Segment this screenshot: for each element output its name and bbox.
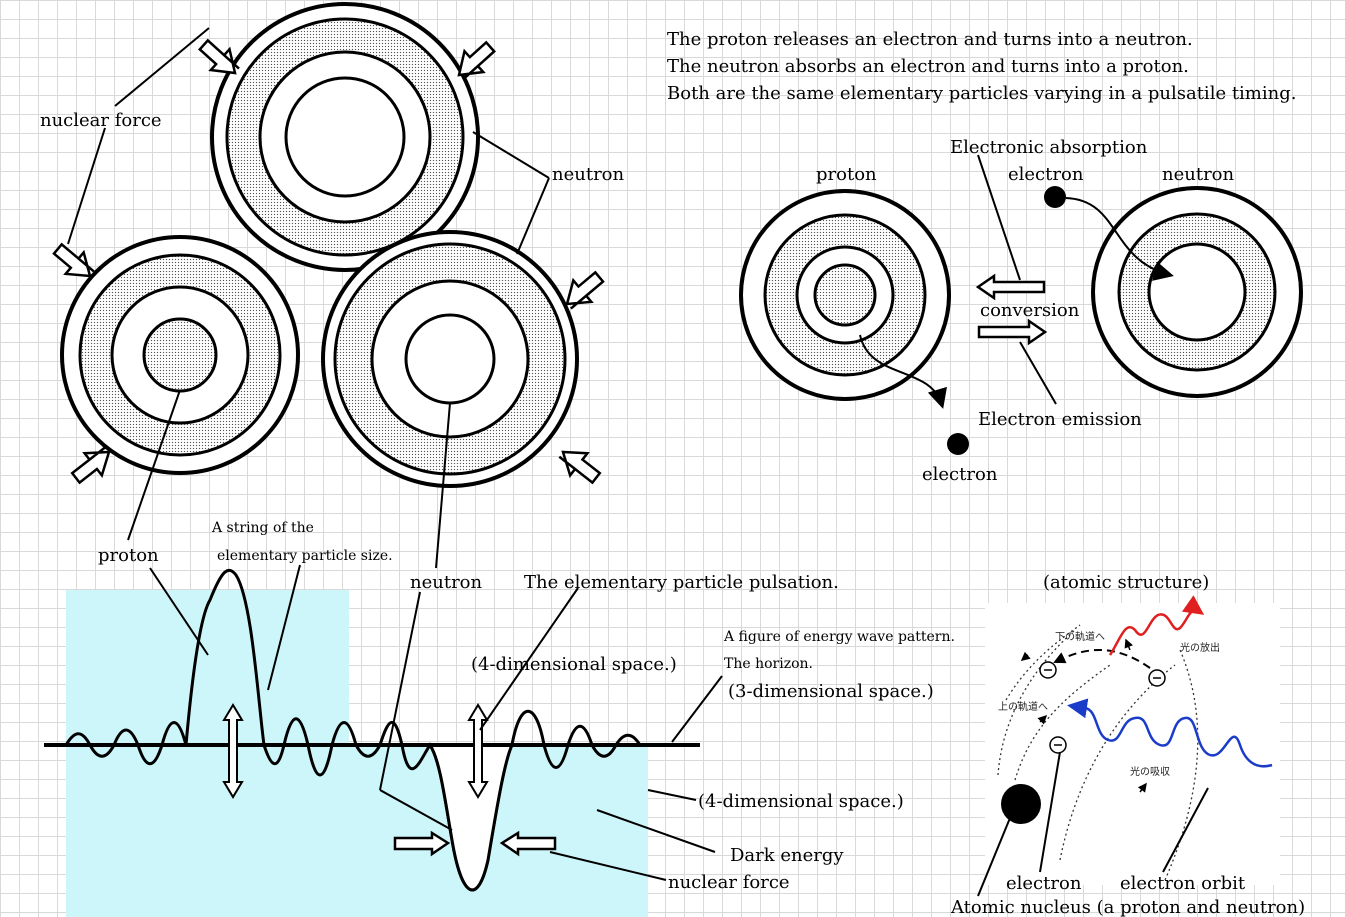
atomic-nucleus-dot (1001, 784, 1041, 824)
dark-energy-label: Dark energy (730, 845, 844, 866)
atomic-structure: (atomic structure) (950, 572, 1305, 917)
conversion-diagram: proton Electronic absorption electron ne… (739, 137, 1303, 485)
figure-label: A figure of energy wave pattern. (723, 629, 955, 645)
neutron-particle-right (321, 230, 579, 488)
proton-particle (60, 235, 300, 475)
wave-nuclear-force-arrows (393, 830, 557, 857)
four-d-space-upper-label: (4-dimensional space.) (471, 654, 677, 675)
leader-lines (67, 27, 550, 255)
intro-text: The proton releases an electron and turn… (667, 29, 1296, 104)
neutron-particle-top (210, 2, 480, 272)
four-d-space-lower-label: (4-dimensional space.) (698, 791, 904, 812)
wave-nuclear-force-label: nuclear force (668, 872, 790, 893)
electron-label-bottom: electron (922, 464, 998, 485)
electron-emission-label: Electron emission (978, 409, 1142, 430)
intro-line-1: The proton releases an electron and turn… (667, 29, 1193, 50)
electron-label-top: electron (1008, 164, 1084, 185)
intro-line-2: The neutron absorbs an electron and turn… (667, 56, 1189, 77)
neutron-label-wave: neutron (410, 572, 483, 593)
energy-wave (64, 568, 642, 892)
nucleus-diagram: nuclear force neutron (40, 2, 625, 488)
conversion-arrows (975, 273, 1048, 346)
string-label-line1: A string of the (211, 520, 314, 536)
nuclear-force-arrow (52, 38, 605, 485)
dark-energy-area (66, 745, 648, 917)
intro-line-3: Both are the same elementary particles v… (667, 83, 1296, 104)
pulsation-arrows (222, 703, 489, 799)
wave-diagram: A string of the elementary particle size… (44, 520, 955, 917)
electron-orbit-label: electron orbit (1120, 873, 1246, 894)
conversion-neutron-label: neutron (1162, 164, 1235, 185)
neutron-label: neutron (552, 164, 625, 185)
electron-label-atomic: electron (1006, 873, 1082, 894)
absorption-jp-label: 光の吸収 (1130, 765, 1170, 778)
lower-orbit-jp-label: 下の軌道へ (1055, 630, 1105, 643)
conversion-proton-label: proton (816, 164, 877, 185)
electron-dot-top (1044, 186, 1066, 208)
atomic-nucleus-label: Atomic nucleus (a proton and neutron) (950, 897, 1305, 917)
electron-dot-bottom (947, 433, 969, 455)
atomic-panel (985, 603, 1280, 885)
upper-orbit-jp-label: 上の軌道へ (998, 700, 1048, 713)
horizon-label: The horizon. (724, 656, 813, 672)
atomic-structure-title: (atomic structure) (1043, 572, 1209, 593)
conversion-neutron (1091, 186, 1303, 398)
conversion-label: conversion (980, 300, 1080, 321)
proton-label: proton (98, 545, 159, 566)
emission-jp-label: 光の放出 (1180, 641, 1220, 654)
three-d-space-label: (3-dimensional space.) (728, 681, 934, 702)
electronic-absorption-label: Electronic absorption (950, 137, 1148, 158)
pulsation-label: The elementary particle pulsation. (524, 572, 839, 593)
nuclear-force-label: nuclear force (40, 110, 162, 131)
string-label-line2: elementary particle size. (217, 548, 393, 564)
conversion-proton (739, 189, 951, 401)
